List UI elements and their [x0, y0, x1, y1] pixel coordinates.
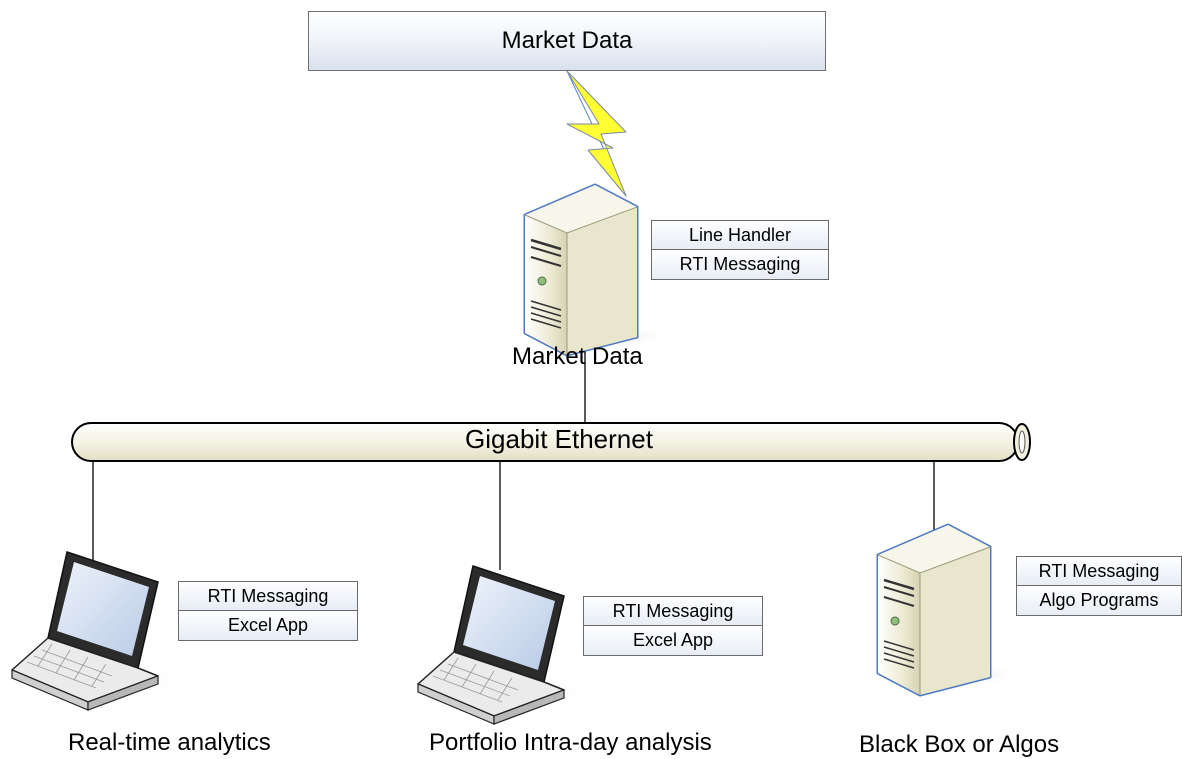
feed-server-stack: Line Handler RTI Messaging	[651, 220, 829, 280]
ethernet-bus	[71, 422, 1031, 462]
client-label: Black Box or Algos	[859, 731, 1060, 758]
client-label: Portfolio Intra-day analysis	[429, 729, 712, 756]
market-data-server-icon	[523, 183, 670, 357]
stack-layer: RTI Messaging	[179, 582, 357, 611]
stack-layer: Line Handler	[652, 221, 828, 250]
algo-server-icon	[876, 523, 1023, 697]
laptop-icon	[1, 551, 183, 711]
stack-layer: RTI Messaging	[584, 597, 762, 626]
client-stack: RTI Messaging Excel App	[583, 596, 763, 656]
laptop-icon	[407, 565, 589, 725]
client-stack: RTI Messaging Algo Programs	[1016, 556, 1182, 616]
market-data-source-box: Market Data	[308, 11, 826, 71]
lightning-bolt-icon	[566, 70, 627, 197]
stack-layer: Excel App	[584, 626, 762, 655]
client-stack: RTI Messaging Excel App	[178, 581, 358, 641]
stack-layer: Excel App	[179, 611, 357, 640]
feed-server-label: Market Data	[512, 343, 643, 370]
source-title: Market Data	[501, 27, 633, 54]
ethernet-bus-label: Gigabit Ethernet	[465, 424, 653, 454]
stack-layer: RTI Messaging	[652, 250, 828, 279]
stack-layer: RTI Messaging	[1017, 557, 1181, 586]
stack-layer: Algo Programs	[1017, 586, 1181, 615]
client-label: Real-time analytics	[68, 729, 271, 756]
